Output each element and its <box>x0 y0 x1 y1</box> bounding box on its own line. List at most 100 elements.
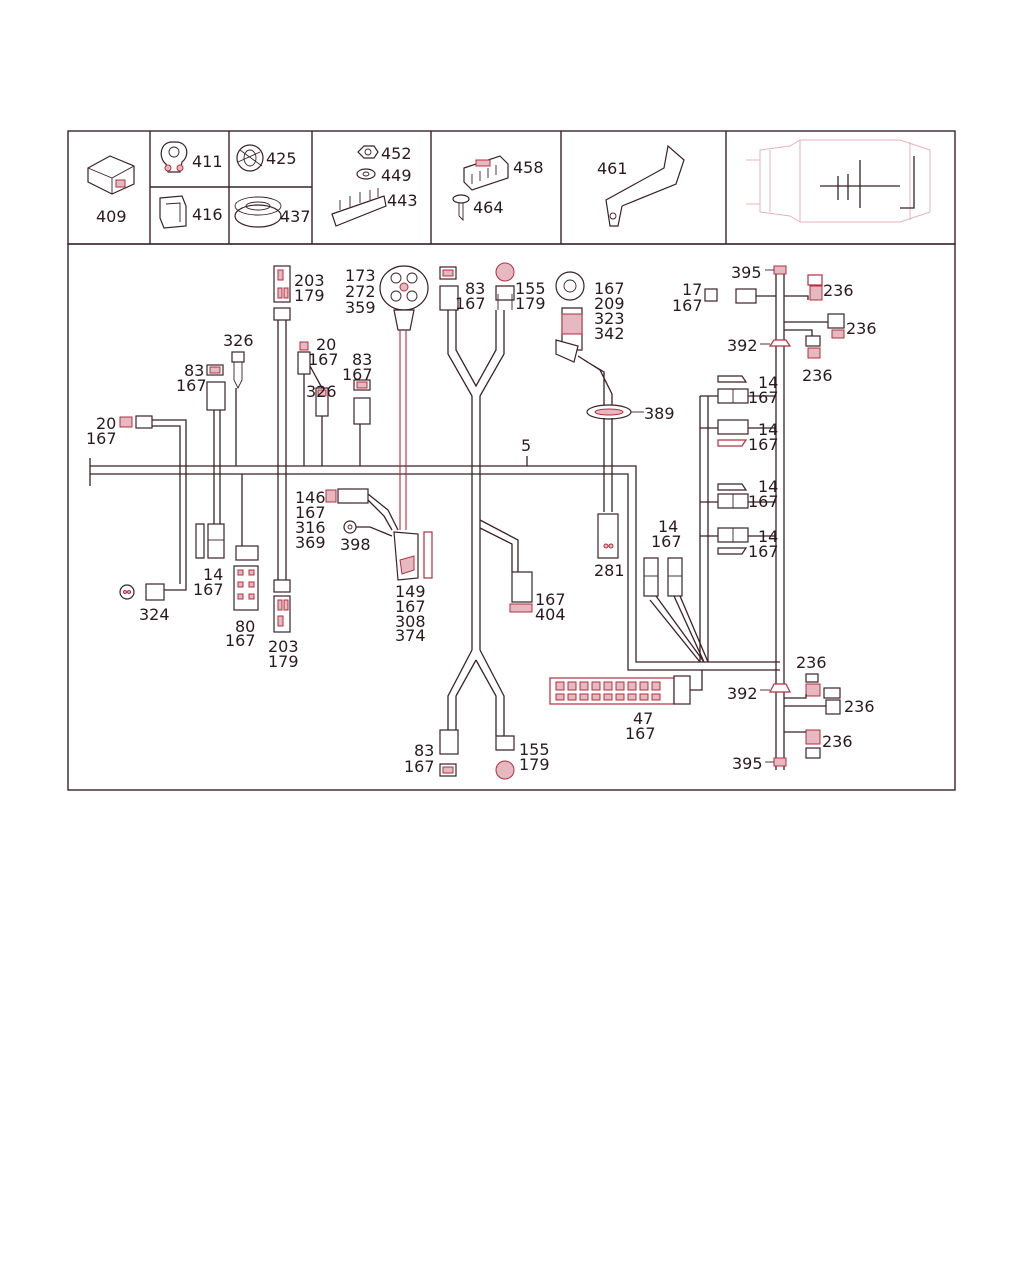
part-452-label: 452 <box>381 144 412 163</box>
label-83-mid: 83 <box>352 350 372 369</box>
label-167-83-bottom: 167 <box>404 757 435 776</box>
connectors-236-upper <box>784 274 845 359</box>
label-83-top: 83 <box>465 279 485 298</box>
label-17: 17 <box>682 280 702 299</box>
label-236-a: 236 <box>823 281 854 300</box>
label-179-203-bottom: 179 <box>268 652 299 671</box>
label-5-trunk: 5 <box>521 436 531 455</box>
connectors-236-lower <box>784 673 841 759</box>
fuse-395-bottom <box>765 757 787 767</box>
label-83-left: 83 <box>184 361 204 380</box>
bracket-461-icon <box>605 144 685 227</box>
grommet-392-top <box>760 339 792 347</box>
label-14-a: 14 <box>758 373 778 392</box>
connector-83-left <box>206 364 226 524</box>
grommet-437-icon <box>234 196 282 228</box>
label-395-top: 395 <box>731 263 762 282</box>
label-326-left: 326 <box>223 331 254 350</box>
part-443-label: 443 <box>387 191 418 210</box>
connector-203-bottom <box>273 579 291 633</box>
label-167-47: 167 <box>625 724 656 743</box>
screw-464-icon <box>452 194 470 222</box>
part-416-label: 416 <box>192 205 223 224</box>
label-173: 173 <box>345 266 376 285</box>
connector-281-icon <box>597 513 619 559</box>
label-323: 323 <box>594 309 625 328</box>
part-437-label: 437 <box>280 207 311 226</box>
label-236-b: 236 <box>846 319 877 338</box>
label-47: 47 <box>633 709 653 728</box>
connector-458-icon <box>463 155 509 191</box>
fuse-box-47-icon <box>549 675 691 705</box>
label-203-top: 203 <box>294 271 325 290</box>
label-167-20-left: 167 <box>86 429 117 448</box>
connector-203-top <box>273 265 291 580</box>
label-155-top: 155 <box>515 279 546 298</box>
label-236-c: 236 <box>802 366 833 385</box>
label-167-f: 167 <box>651 532 682 551</box>
label-389: 389 <box>644 404 675 423</box>
label-395-bottom: 395 <box>732 754 763 773</box>
label-392-bottom: 392 <box>727 684 758 703</box>
bulb-socket-155-bottom <box>495 735 515 780</box>
grommet-392-bottom <box>760 683 791 693</box>
label-392-top: 392 <box>727 336 758 355</box>
nut-452-icon <box>357 145 379 159</box>
label-236-e: 236 <box>844 697 875 716</box>
label-20-mid: 20 <box>316 335 336 354</box>
label-167-c: 167 <box>748 492 779 511</box>
washer-449-icon <box>356 168 376 180</box>
connector-404-icon <box>509 571 533 613</box>
grommet-425-icon <box>236 144 264 172</box>
label-149: 149 <box>395 582 426 601</box>
label-167-149: 167 <box>395 597 426 616</box>
connector-83-top <box>439 266 459 311</box>
connector-14-left <box>195 523 225 559</box>
part-461-label: 461 <box>597 159 628 178</box>
vehicle-location-icon <box>746 139 931 223</box>
label-324: 324 <box>139 605 170 624</box>
label-308: 308 <box>395 612 426 631</box>
relay-80-icon <box>233 545 259 611</box>
label-167-17: 167 <box>672 296 703 315</box>
harness-diagram-frame <box>67 243 956 791</box>
label-167-146: 167 <box>295 503 326 522</box>
label-326-mid: 326 <box>306 382 337 401</box>
label-281: 281 <box>594 561 625 580</box>
label-14-d: 14 <box>758 527 778 546</box>
label-155-bottom: 155 <box>519 740 550 759</box>
connectors-14-right <box>700 375 776 555</box>
connector-149-icon <box>393 531 433 581</box>
label-203-bottom: 203 <box>268 637 299 656</box>
round-connector-173-icon <box>379 265 429 530</box>
label-209: 209 <box>594 294 625 313</box>
label-404: 404 <box>535 605 566 624</box>
label-342: 342 <box>594 324 625 343</box>
label-167-83-top: 167 <box>455 294 486 313</box>
part-425-label: 425 <box>266 149 297 168</box>
label-179-top: 179 <box>515 294 546 313</box>
label-359: 359 <box>345 298 376 317</box>
label-167-sensor: 167 <box>594 279 625 298</box>
label-236-f: 236 <box>822 732 853 751</box>
label-14-b: 14 <box>758 420 778 439</box>
part-409-label: 409 <box>96 207 127 226</box>
label-167-20-mid: 167 <box>308 350 339 369</box>
label-14-f: 14 <box>658 517 678 536</box>
part-449-label: 449 <box>381 166 412 185</box>
label-272: 272 <box>345 282 376 301</box>
label-374: 374 <box>395 626 426 645</box>
label-369: 369 <box>295 533 326 552</box>
connector-83-mid <box>353 379 371 466</box>
label-236-d: 236 <box>796 653 827 672</box>
label-83-bottom: 83 <box>414 741 434 760</box>
connector-20-mid <box>297 341 329 466</box>
label-14-left: 14 <box>203 565 223 584</box>
label-80: 80 <box>235 617 255 636</box>
bracket-416-icon <box>159 195 187 229</box>
label-167-d: 167 <box>748 542 779 561</box>
fuse-395-top <box>765 265 787 275</box>
connector-326-left <box>231 351 245 546</box>
label-167-83-left: 167 <box>176 376 207 395</box>
